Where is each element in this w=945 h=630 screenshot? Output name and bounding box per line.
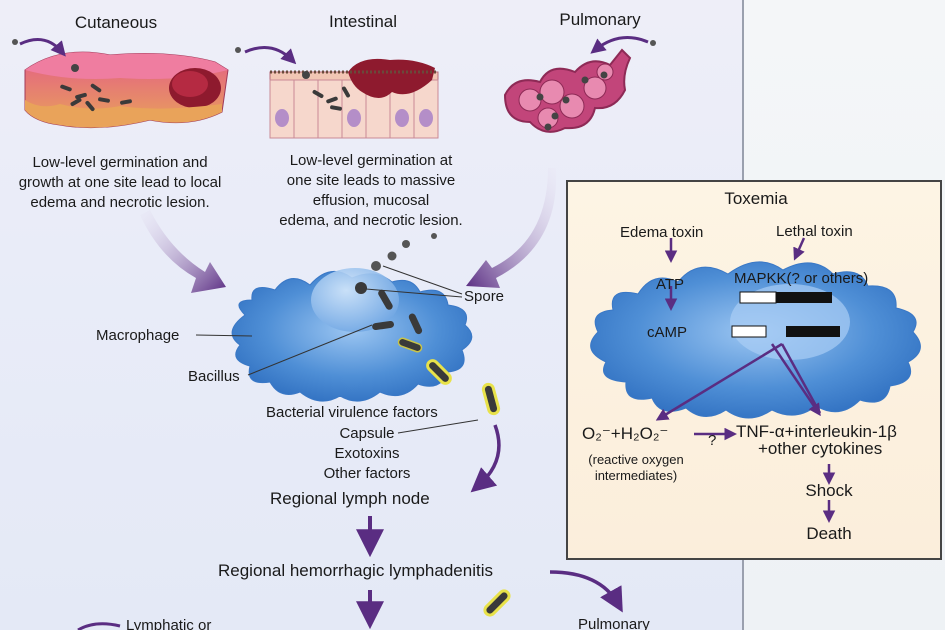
leader-lines (195, 265, 479, 434)
cutaneous-line-2: growth at one site lead to local (18, 174, 222, 191)
lymphatic-partial-label: Lymphatic or (126, 617, 212, 630)
toxemia-title: Toxemia (724, 189, 788, 208)
intestinal-line-1: Low-level germination at (289, 152, 453, 169)
question-mark: ? (708, 432, 717, 449)
camp-label: cAMP (647, 324, 688, 341)
mapkk-bar-dark (776, 292, 832, 303)
pulmonary-bottom-label: Pulmonary (578, 616, 650, 630)
intestinal-title: Intestinal (328, 12, 398, 31)
macrophage-label: Macrophage (96, 327, 180, 344)
macrophage-cell (231, 268, 473, 402)
spores (371, 233, 437, 271)
intestinal-line-4: edema, and necrotic lesion. (279, 212, 463, 229)
virulence-to-lymph-arrow (470, 424, 501, 493)
virulence-factors-title: Bacterial virulence factors (266, 404, 438, 421)
bacilli (372, 289, 511, 617)
pulmonary-to-macrophage-arrow (466, 168, 557, 288)
cutaneous-description: Low-level germination and growth at one … (0, 153, 240, 213)
lymphatic-arrow (77, 622, 121, 630)
to-tnf-arrow (770, 343, 821, 417)
toxemia-panel: Toxemia Edema toxin Lethal toxin ATP MAP… (566, 180, 942, 560)
cutaneous-line-3: edema and necrotic lesion. (30, 194, 210, 211)
regional-hemorrhagic-lymphadenitis-label: Regional hemorrhagic lymphadenitis (218, 561, 493, 580)
virulence-item-exotoxins: Exotoxins (334, 445, 400, 462)
reactive-oxygen-note: (reactive oxygen intermediates) (580, 452, 692, 484)
pulmonary-alveoli-illustration (503, 40, 656, 133)
tnf-interleukin-label: TNF-α+interleukin-1β (736, 422, 897, 441)
camp-bar-light (731, 325, 767, 338)
intestinal-description: Low-level germination at one site leads … (258, 151, 484, 231)
intestinal-line-2: one site leads to massive (286, 172, 456, 189)
other-cytokines-label: +other cytokines (758, 439, 883, 458)
bacillus-label: Bacillus (188, 368, 240, 385)
pulmonary-title: Pulmonary (559, 10, 641, 29)
cutaneous-title: Cutaneous (74, 13, 158, 32)
virulence-factors-list: Capsule Exotoxins Other factors (310, 424, 424, 484)
edema-toxin-label: Edema toxin (620, 224, 704, 241)
death-label: Death (806, 524, 852, 543)
intestinal-tissue-illustration (235, 47, 439, 139)
camp-bar-dark (786, 326, 840, 337)
mapkk-label: MAPKK(? or others) (734, 270, 869, 287)
to-tnf-arrow-outline (780, 343, 822, 414)
reactive-oxygen-formula: O₂⁻+H₂O₂⁻ (582, 424, 669, 443)
virulence-item-other: Other factors (323, 465, 411, 482)
to-ros-arrow (655, 342, 783, 421)
shock-label: Shock (805, 481, 853, 500)
virulence-item-capsule: Capsule (339, 425, 395, 442)
spore-label: Spore (464, 288, 505, 305)
lethal-to-mapkk-arrow (793, 237, 806, 261)
lethal-toxin-label: Lethal toxin (776, 223, 853, 240)
toxemia-illustration (590, 237, 921, 523)
cutaneous-line-1: Low-level germination and (32, 154, 208, 171)
entry-arrows (19, 36, 649, 65)
cutaneous-to-macrophage-arrow (140, 210, 226, 293)
lymphadenitis-to-pulmonary-arrow (549, 570, 623, 613)
reactive-oxygen-note-line-2: intermediates) (594, 468, 678, 483)
cutaneous-tissue-illustration (12, 39, 229, 129)
reactive-oxygen-note-line-1: (reactive oxygen (588, 452, 684, 467)
atp-label: ATP (656, 276, 685, 293)
regional-lymph-node-label: Regional lymph node (270, 489, 430, 508)
intestinal-line-3: effusion, mucosal (312, 192, 430, 209)
mapkk-bar-light (739, 291, 777, 304)
